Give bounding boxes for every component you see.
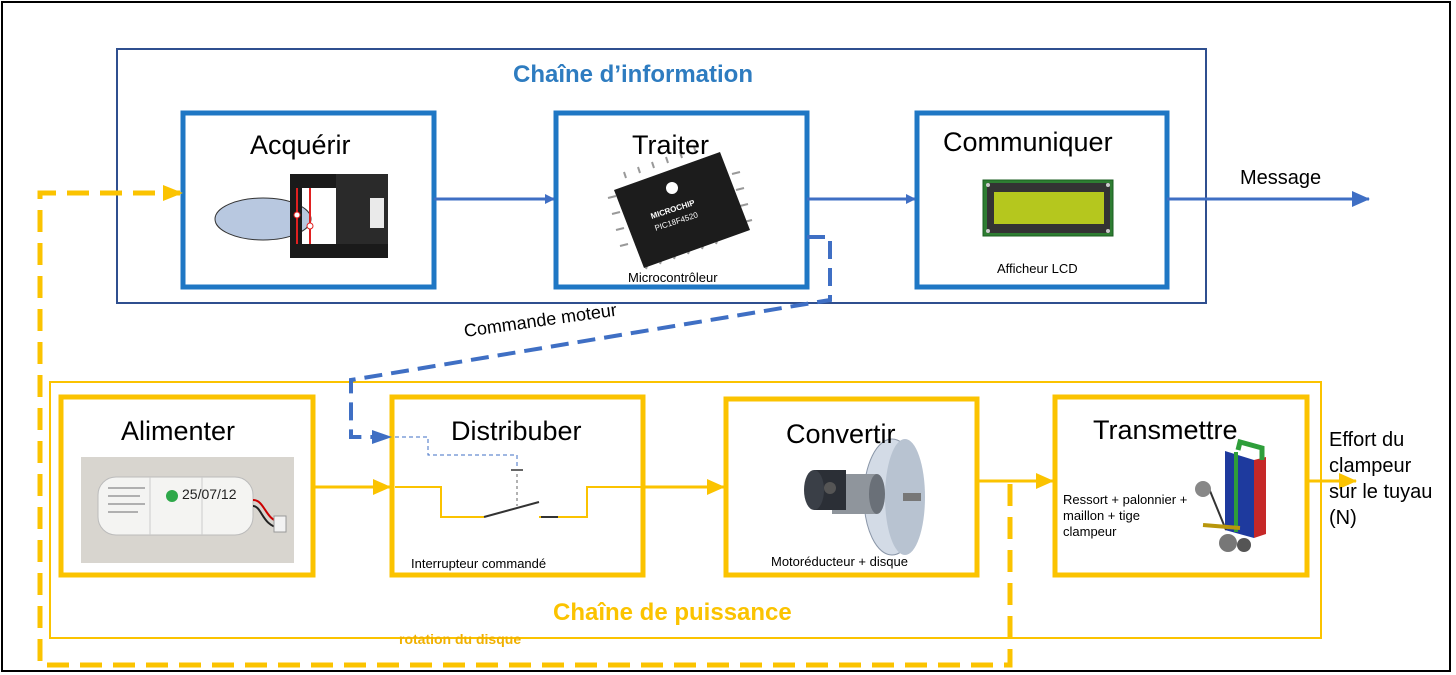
- block-communiquer: [914, 110, 1170, 290]
- block-distribuer-label: Distribuber: [451, 416, 582, 446]
- block-traiter-caption: Microcontrôleur: [628, 270, 718, 285]
- power-chain-title: Chaîne de puissance: [553, 599, 792, 626]
- command-link-arrowhead: [372, 430, 392, 444]
- power-chain-container: [49, 381, 1322, 639]
- block-distribuer-caption: Interrupteur commandé: [411, 556, 547, 571]
- info-chain-container: [116, 48, 1207, 304]
- block-communiquer-label: Communiquer: [943, 127, 1113, 157]
- block-acquerir-label: Acquérir: [250, 130, 351, 160]
- block-traiter-label: Traiter: [632, 130, 710, 160]
- block-convertir-caption: Motoréducteur + disque: [771, 554, 908, 569]
- power-output-label: Effort du clampeur sur le tuyau (N): [1329, 429, 1433, 529]
- block-communiquer-caption: Afficheur LCD: [997, 261, 1078, 276]
- optical-fork-sensor-icon: [214, 174, 388, 258]
- switch-schematic-icon: [395, 436, 643, 518]
- clamp-mechanism-icon: [1195, 438, 1266, 552]
- command-link: [349, 235, 832, 439]
- block-alimenter-label: Alimenter: [121, 416, 236, 446]
- block-transmettre-label: Transmettre: [1093, 415, 1238, 445]
- gear-motor-icon: [804, 438, 925, 556]
- block-convertir-label: Convertir: [786, 419, 896, 449]
- feedback-link: [37, 190, 1013, 668]
- battery-date-label: 25/07/12: [182, 486, 237, 502]
- feedback-link-arrowhead: [163, 185, 183, 201]
- feedback-link-label: rotation du disque: [399, 631, 522, 647]
- info-chain-title: Chaîne d’information: [513, 61, 753, 88]
- microchip-icon: [607, 146, 753, 270]
- block-transmettre-caption: Ressort + palonnier + maillon + tige cla…: [1063, 492, 1188, 539]
- lcd-display-icon: [982, 179, 1114, 237]
- info-output-label: Message: [1240, 167, 1322, 189]
- battery-pack-icon: [81, 457, 294, 563]
